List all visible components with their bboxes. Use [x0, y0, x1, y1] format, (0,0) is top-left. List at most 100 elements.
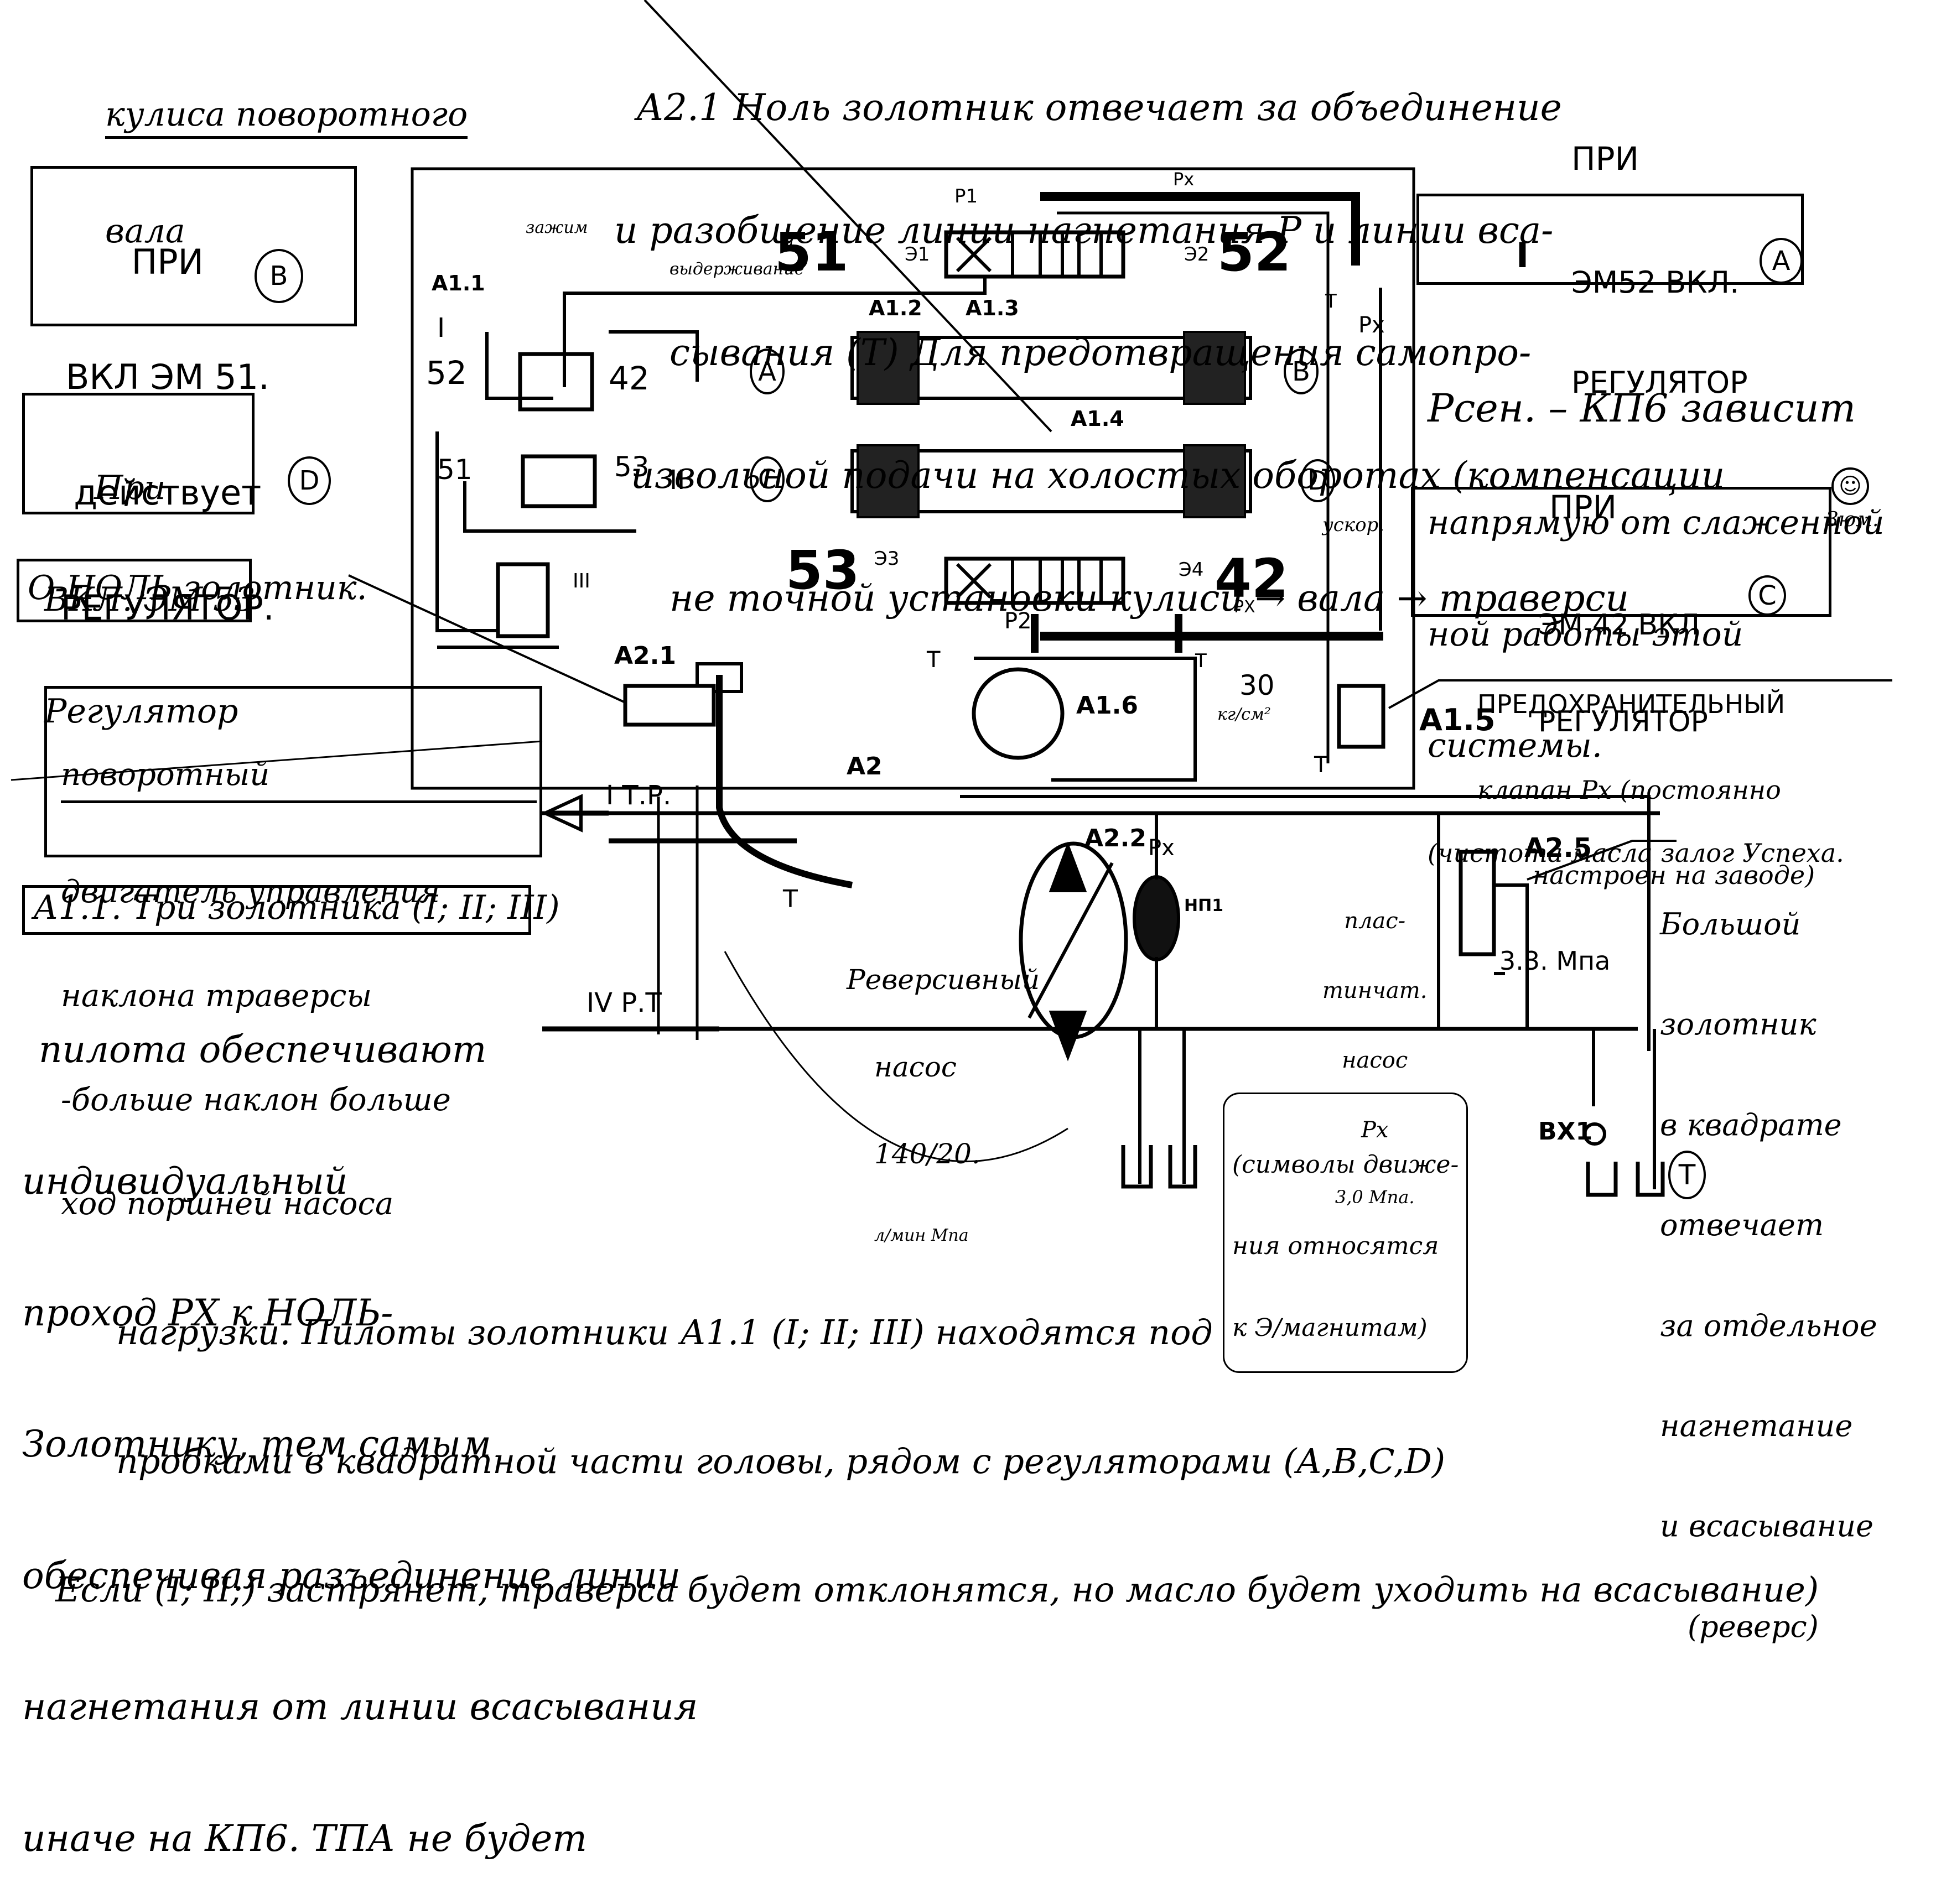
em42-box — [1411, 487, 1831, 617]
label-a22: А2.2 — [1084, 824, 1146, 852]
symbols-note-line: к Э/магнитам) — [1232, 1314, 1428, 1343]
vane-pump-line: тинчат. — [1322, 978, 1428, 1003]
top-note-line: А2.1 Ноль золотник отвечает за объединен… — [636, 86, 1562, 129]
top-note-line: и разобщение линии нагнетания Р и линии … — [614, 209, 1554, 252]
manifold-frame — [411, 167, 1415, 790]
reverse-pump-line: Реверсивный — [847, 964, 1040, 996]
em52-line: ЭМ52 ВКЛ. — [1571, 264, 1740, 300]
pilot-valve-3 — [496, 562, 550, 638]
safety-valve-pressure: 3.3. Мпа — [1499, 945, 1611, 976]
valve-51-52 — [944, 230, 1125, 279]
a25-tag: А2.5 — [1524, 833, 1592, 863]
symbols-note-line: (символы движе- — [1232, 1150, 1459, 1179]
kulisa-line2: вала — [105, 211, 185, 251]
kulisa-note: кулиса поворотного вала — [105, 22, 468, 287]
bottom-note-line: пробками в квадратной части головы, рядо… — [116, 1440, 1446, 1481]
safety-valve-line: ПРЕДОХРАНИТЕЛЬНЫЙ — [1477, 689, 1786, 720]
check-valve-vx1 — [1583, 1122, 1606, 1146]
label-pilot-53: 53 — [614, 451, 650, 483]
valve-53-42 — [944, 556, 1125, 605]
big-spool-line: за отдельное — [1660, 1308, 1877, 1343]
motor-a16 — [972, 667, 1065, 760]
rotary-motor-box — [44, 686, 542, 857]
label-pilot-III: III — [573, 570, 590, 592]
regulator-c-badge: C — [1748, 575, 1786, 616]
label-pilot-42: 42 — [609, 360, 650, 397]
vane-pump-line: насос — [1342, 1048, 1408, 1073]
regulator-b-badge: B — [255, 249, 303, 303]
em42-line: РЕГУЛЯТОР — [1538, 705, 1708, 739]
em52-box — [1416, 194, 1804, 285]
tank-t-badge: Т — [1668, 1151, 1706, 1199]
em53-box — [22, 393, 255, 514]
pressure-note-line: напрямую от слаженной — [1428, 503, 1885, 543]
em51-line: ВКЛ ЭМ 51. — [65, 357, 269, 398]
em52-line: РЕГУЛЯТОР — [1571, 365, 1748, 400]
coil-tag-e3: Э3 — [874, 548, 900, 570]
accelerate-label: ускор. — [1322, 514, 1385, 536]
label-a13: А1.3 — [966, 296, 1019, 320]
safety-valve-note: ПРЕДОХРАНИТЕЛЬНЫЙ клапан Рх (постоянно н… — [1477, 633, 1815, 1004]
rotary-motor-line: наклона траверсы — [61, 977, 372, 1014]
safety-valve-line: клапан Рх (постоянно — [1477, 774, 1781, 805]
em52-header: ПРИ — [1571, 140, 1639, 178]
big-spool-line: (реверс) — [1688, 1609, 1819, 1644]
valve-number-42: 42 — [1215, 548, 1289, 610]
a11-title: А1.1. Три золотника (I; II; III) — [33, 888, 560, 927]
label-pressure-30: 30 — [1239, 669, 1275, 701]
label-a2: А2 — [847, 752, 883, 781]
em51-line: действует — [74, 472, 262, 513]
em53-line: Регулятор — [44, 691, 238, 731]
vane-pump-line: 3,0 Мпа. — [1335, 1187, 1415, 1208]
vane-pump-hp1 — [1133, 875, 1180, 961]
label-pilot-II: II — [670, 465, 686, 496]
tank-symbol — [1121, 1145, 1197, 1189]
safety-valve-line: настроен на заводе) — [1533, 860, 1815, 891]
label-vx1: ВХ1 — [1538, 1117, 1593, 1146]
top-note: А2.1 Ноль золотник отвечает за объединен… — [614, 6, 1725, 660]
valve-number-53: 53 — [786, 539, 860, 601]
smiley-icon: ☺ — [1831, 467, 1869, 505]
label-px-pump: Рх — [1148, 835, 1175, 861]
label-a16: А1.6 — [1076, 691, 1138, 720]
left-note-line: проход РХ к НОЛЬ- — [22, 1291, 393, 1334]
regulator-d-port: D — [1300, 459, 1335, 502]
bottom-note-line: нагрузки. Пилоты золотники А1.1 (I; II; … — [116, 1312, 1213, 1352]
em51-box — [30, 166, 357, 326]
regulator-d-badge: D — [288, 456, 331, 505]
em53-line: При — [94, 469, 166, 508]
label-line-itr: I Т.Р. — [606, 780, 672, 811]
bottom-note: нагрузки. Пилоты золотники А1.1 (I; II; … — [55, 1225, 1819, 1654]
label-a11: А1.1 — [432, 271, 485, 295]
bottom-note-line: Если (I; II;) застрянет, траверса будет … — [55, 1569, 1819, 1610]
rotary-motor-line: -больше наклон больше — [61, 1081, 451, 1118]
big-spool-line: Большой — [1660, 906, 1801, 941]
safety-valve-a15 — [1337, 684, 1385, 749]
label-px-mid: РХ — [1234, 597, 1255, 617]
coil-tag-e4: Э4 — [1179, 559, 1204, 581]
null-valve-a21 — [623, 684, 716, 727]
label-px-top: Рх — [1173, 169, 1195, 190]
label-zazhim: зажим — [526, 218, 588, 237]
px-pressure-line — [1040, 192, 1360, 266]
regulator-b-port: B — [1284, 348, 1319, 394]
valve-number-51: 51 — [775, 221, 849, 283]
a11-box — [22, 885, 531, 935]
big-spool-a25 — [1459, 850, 1496, 956]
valve-number-52: 52 — [1217, 221, 1291, 283]
kulisa-line1: кулиса поворотного — [105, 96, 468, 139]
rotary-motor-line: двигатель управления — [61, 873, 440, 910]
rotary-motor-line: ход поршней насоса — [61, 1186, 394, 1222]
pilot-valve-1 — [518, 352, 594, 412]
symbols-note-line: ния относятся — [1232, 1232, 1439, 1261]
regulator-a-badge: A — [1760, 238, 1803, 284]
label-t4: Т — [1314, 752, 1328, 778]
null-valve-text: О-НОЛЬ золотник. — [28, 569, 367, 607]
em42-line: ЭМ 42 ВКЛ — [1538, 608, 1700, 642]
top-note-line: сывания (Т) Для предотвращения самопро- — [670, 331, 1532, 374]
smiley-caption: Зюм. — [1826, 508, 1879, 531]
regulator-a-port: A — [750, 348, 785, 394]
left-note-line: иначе на КП6. ТПА не будет — [22, 1817, 587, 1860]
spool-ab — [850, 336, 1252, 400]
left-note-line: нагнетания от линии всасывания — [22, 1685, 698, 1729]
